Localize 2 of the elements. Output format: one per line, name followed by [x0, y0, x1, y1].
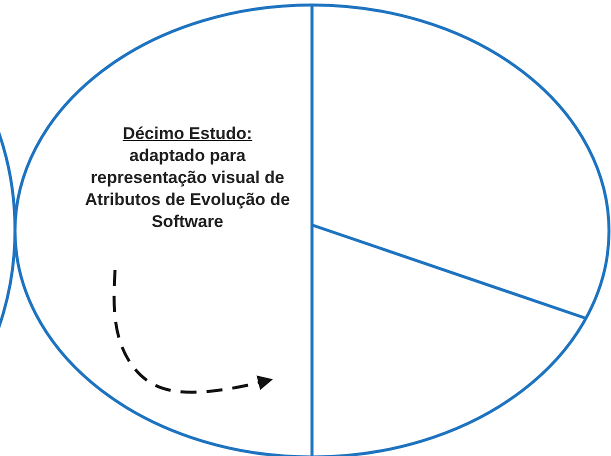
description-text: adaptado para representação visual de Atributos de Evolução de Software: [84, 145, 291, 233]
heading: Décimo Estudo:: [122, 123, 254, 145]
